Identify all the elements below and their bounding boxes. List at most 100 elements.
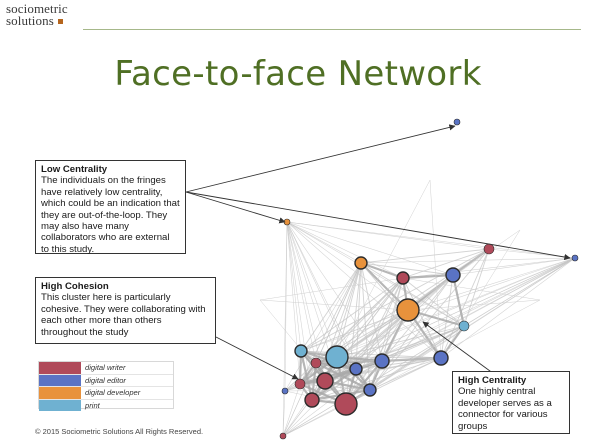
network-node	[279, 432, 287, 440]
callout-high-text: One highly central developer serves as a…	[458, 386, 552, 432]
callout-low-centrality: Low Centrality The individuals on the fr…	[35, 160, 186, 255]
network-edge	[300, 350, 442, 359]
network-edge	[355, 357, 442, 370]
network-edge	[282, 403, 347, 437]
network-edge	[282, 362, 317, 437]
network-node	[396, 298, 420, 322]
callout-low-heading: Low Centrality	[41, 164, 108, 175]
network-edge	[440, 229, 521, 359]
network-edge	[355, 257, 576, 370]
network-edge	[360, 262, 454, 276]
callout-high-heading: High Centrality	[458, 375, 527, 386]
legend-label: print	[85, 400, 100, 410]
legend-swatch	[39, 399, 81, 411]
network-edge	[429, 179, 442, 359]
network-edge	[300, 262, 362, 352]
network-edge	[345, 262, 362, 405]
legend: digital writer digital editor digital de…	[38, 361, 174, 411]
callout-high-centrality: High Centrality One highly central devel…	[452, 371, 570, 434]
network-edge	[282, 380, 326, 437]
network-node	[483, 243, 495, 255]
legend-item: digital editor	[39, 374, 173, 387]
network-edge	[336, 179, 431, 358]
arrow-low-to-top	[185, 124, 456, 193]
callout-high-cohesion: High Cohesion This cluster here is parti…	[35, 277, 216, 344]
network-node	[304, 392, 320, 408]
network-node	[334, 392, 358, 416]
logo-line-1: sociometric	[6, 1, 68, 16]
network-edge	[282, 221, 288, 437]
callout-cohesion-heading: High Cohesion	[41, 281, 109, 292]
network-edge	[286, 221, 442, 359]
arrow-low-to-right	[185, 191, 571, 261]
network-edge	[440, 248, 490, 359]
network-edge	[315, 257, 576, 364]
network-node	[354, 256, 368, 270]
legend-swatch	[39, 374, 81, 386]
legend-item: digital developer	[39, 387, 173, 400]
network-edge	[407, 257, 576, 311]
network-node	[294, 344, 308, 358]
page-title: Face-to-face Network	[114, 54, 482, 94]
network-edge	[284, 389, 371, 392]
network-node	[363, 383, 377, 397]
network-node	[433, 350, 449, 366]
network-edge	[402, 257, 576, 279]
network-edge	[360, 262, 383, 362]
network-node	[396, 271, 410, 285]
legend-label: digital developer	[85, 388, 141, 398]
legend-swatch	[39, 387, 81, 399]
network-edge	[284, 362, 317, 392]
network-edge	[345, 357, 442, 405]
network-node	[316, 372, 334, 390]
network-edge	[300, 277, 404, 352]
network-edge	[402, 248, 490, 279]
network-edge	[463, 248, 490, 327]
network-edge	[300, 309, 409, 352]
network-node	[310, 357, 322, 369]
network-edge	[402, 277, 541, 301]
network-edge	[286, 221, 317, 364]
arrow-low-to-left	[185, 191, 286, 224]
logo-square-icon	[57, 19, 63, 24]
network-node	[374, 353, 390, 369]
network-node	[281, 387, 289, 395]
network-nodes	[279, 118, 579, 440]
network-edge	[311, 357, 442, 401]
network-edge	[407, 299, 541, 311]
network-node	[571, 254, 579, 262]
logo-line-2: solutions	[6, 14, 68, 27]
network-edge	[286, 221, 576, 259]
network-node	[445, 267, 461, 283]
copyright-footer: © 2015 Sociometric Solutions All Rights …	[35, 427, 204, 436]
network-edge	[286, 221, 302, 352]
network-node	[458, 320, 470, 332]
network-edge	[452, 257, 576, 276]
network-edge	[282, 390, 286, 437]
network-edge	[286, 221, 362, 264]
network-edge	[336, 325, 465, 358]
network-node	[325, 345, 349, 369]
network-edge	[286, 221, 465, 327]
network-edge	[286, 221, 301, 385]
network-edge	[381, 274, 454, 362]
legend-item: digital writer	[39, 362, 173, 375]
network-node	[349, 362, 363, 376]
callout-cohesion-text: This cluster here is particularly cohesi…	[41, 292, 206, 338]
header-rule	[83, 29, 581, 30]
network-edge	[315, 362, 371, 391]
network-edge	[440, 274, 454, 359]
legend-item: print	[39, 399, 173, 411]
network-edge	[286, 221, 490, 250]
arrow-cohesion	[215, 336, 299, 380]
legend-label: digital writer	[85, 363, 126, 373]
network-edge	[300, 248, 490, 352]
network-edge	[259, 277, 404, 301]
network-edge	[311, 368, 357, 401]
network-edge	[299, 383, 371, 391]
network-edge	[360, 261, 404, 280]
network-edge	[402, 273, 454, 280]
network-edge	[369, 274, 454, 391]
company-logo: sociometric solutions	[6, 1, 68, 27]
network-edge	[259, 299, 409, 311]
